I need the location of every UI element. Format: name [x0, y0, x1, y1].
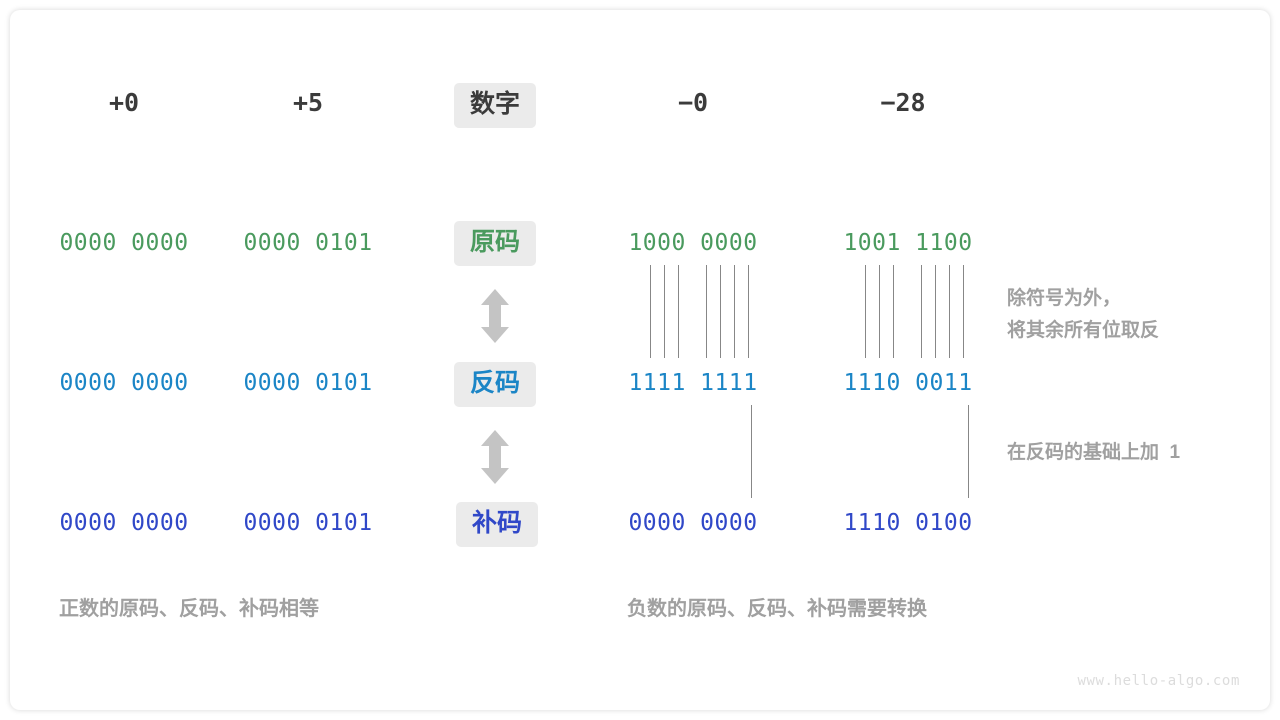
column-header-minus-28: −28 [880, 88, 926, 117]
connector-line [935, 265, 936, 358]
connector-line [949, 265, 950, 358]
connector-line [751, 405, 752, 498]
row-label-ones-complement: 反码 [453, 362, 537, 407]
connector-line [748, 265, 749, 358]
connector-line [650, 265, 651, 358]
connector-line [664, 265, 665, 358]
caption-negative: 负数的原码、反码、补码需要转换 [627, 598, 927, 620]
connector-line [963, 265, 964, 358]
connector-line [893, 265, 894, 358]
column-header-minus-zero: −0 [677, 88, 709, 117]
double-headed-vertical-arrow-icon [478, 288, 512, 349]
cell-ones-complement-plus-five: 0000 0101 [243, 370, 373, 396]
cell-ones-complement-minus-28: 1110 0011 [843, 370, 973, 396]
diagram-card [10, 10, 1270, 710]
cell-ones-complement-plus-zero: 0000 0000 [59, 370, 189, 396]
connector-line [734, 265, 735, 358]
cell-twos-complement-plus-zero: 0000 0000 [59, 510, 189, 536]
connector-line [968, 405, 969, 498]
column-header-plus-five: +5 [292, 88, 324, 117]
cell-sign-magnitude-minus-28: 1001 1100 [843, 230, 973, 256]
column-header-plus-zero: +0 [108, 88, 140, 117]
connector-line [678, 265, 679, 358]
cell-sign-magnitude-plus-five: 0000 0101 [243, 230, 373, 256]
annotation-invert-rule-line2: 将其余所有位取反 [1007, 320, 1160, 341]
watermark: www.hello-algo.com [1077, 673, 1240, 689]
connector-line [706, 265, 707, 358]
cell-twos-complement-plus-five: 0000 0101 [243, 510, 373, 536]
cell-twos-complement-minus-28: 1110 0100 [843, 510, 973, 536]
cell-twos-complement-minus-zero: 0000 0000 [628, 510, 758, 536]
caption-positive: 正数的原码、反码、补码相等 [59, 598, 319, 620]
cell-ones-complement-minus-zero: 1111 1111 [628, 370, 758, 396]
connector-line [921, 265, 922, 358]
connector-line [865, 265, 866, 358]
annotation-add-one-rule: 在反码的基础上加 1 [1007, 442, 1181, 463]
cell-sign-magnitude-minus-zero: 1000 0000 [628, 230, 758, 256]
connector-line [720, 265, 721, 358]
annotation-invert-rule-line1: 除符号为外， [1007, 288, 1122, 309]
cell-sign-magnitude-plus-zero: 0000 0000 [59, 230, 189, 256]
double-headed-vertical-arrow-icon [478, 429, 512, 490]
row-label-number: 数字 [453, 83, 537, 128]
row-label-twos-complement: 补码 [455, 502, 539, 547]
row-label-sign-magnitude: 原码 [453, 221, 537, 266]
connector-line [879, 265, 880, 358]
